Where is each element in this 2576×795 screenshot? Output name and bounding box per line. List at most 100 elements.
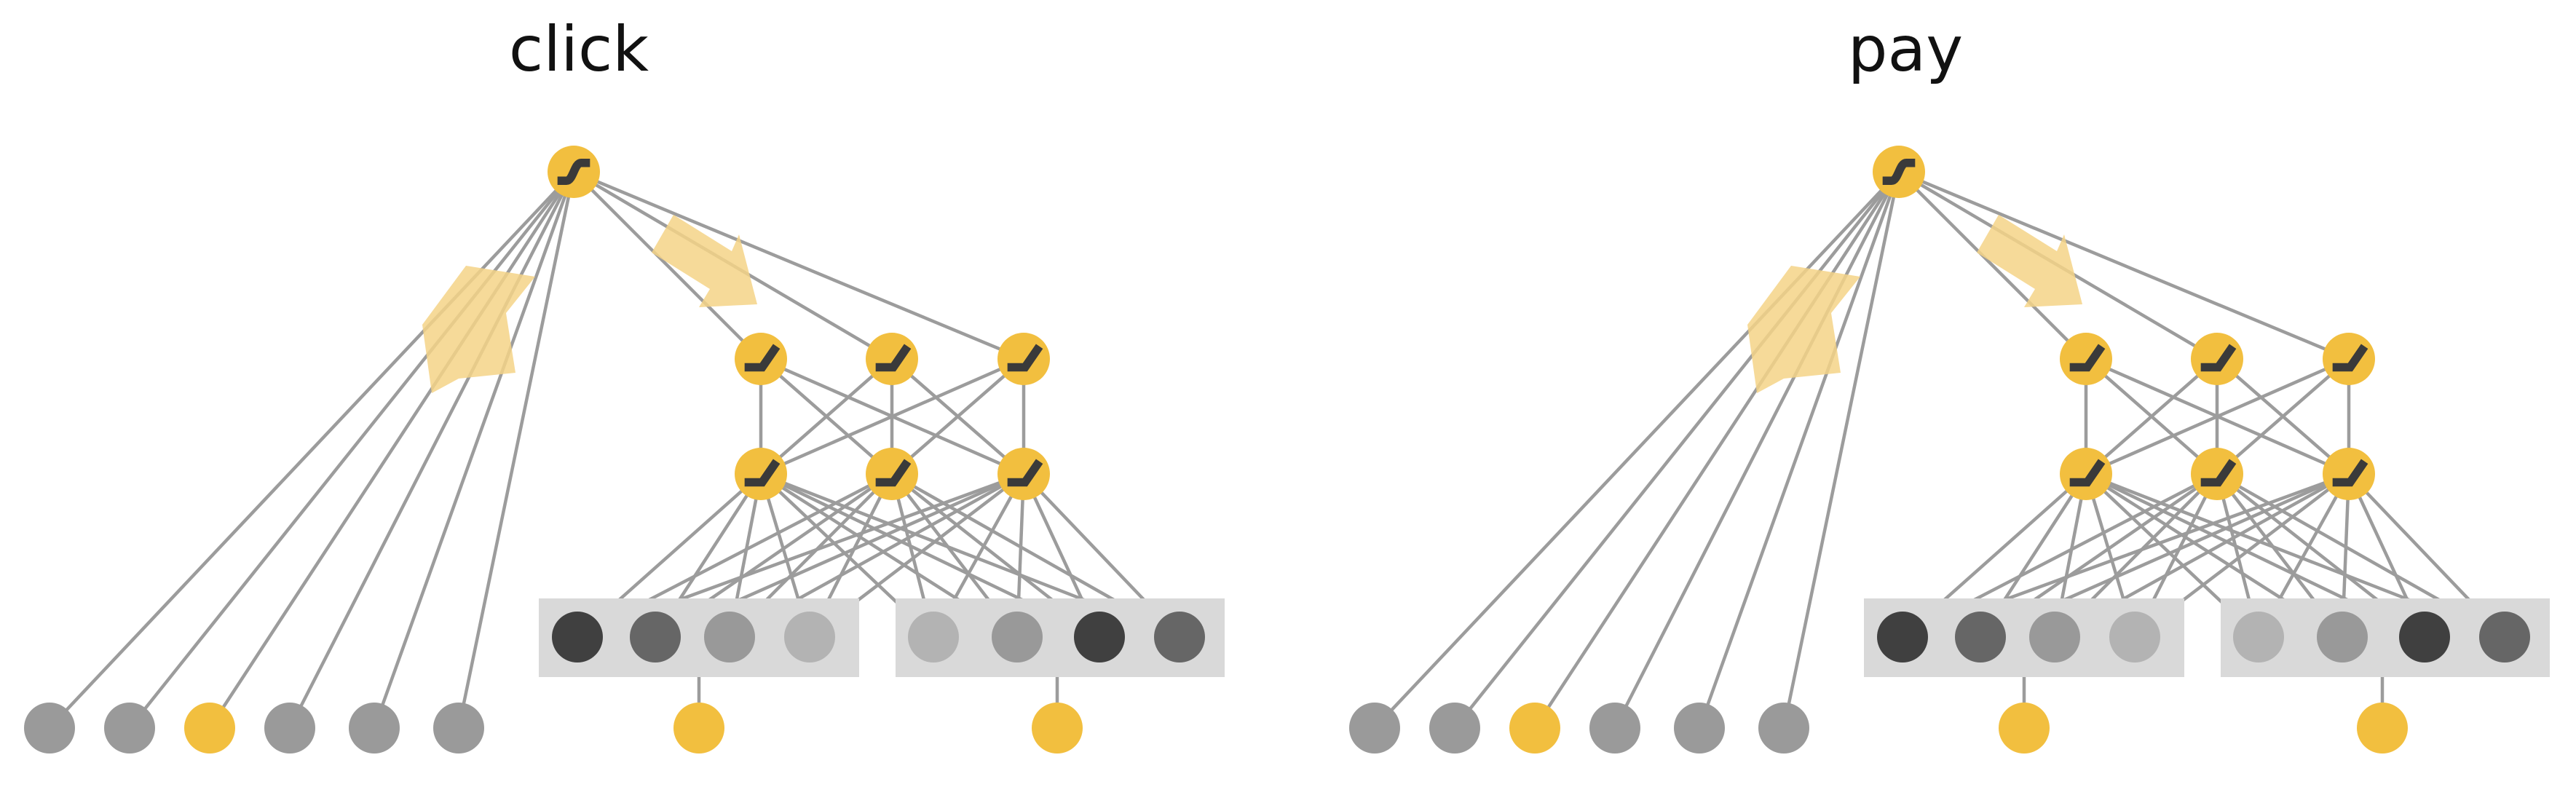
embedding-node-3 [784, 612, 835, 662]
sigmoid-icon [1882, 159, 1916, 185]
relu-icon [744, 344, 781, 372]
neuron-circle [997, 448, 1050, 500]
wide-input-node-0 [1349, 703, 1400, 754]
wide-input-node-2 [1509, 703, 1560, 754]
categorical-input-node-0 [1999, 703, 2050, 754]
categorical-input-node-1 [2357, 703, 2408, 754]
neuron-circle [866, 333, 918, 385]
relu-icon [2332, 459, 2368, 487]
deep-top-edge-2 [573, 170, 1024, 361]
pay-panel-title: pay [1848, 13, 1963, 86]
embedding-node-6 [2399, 612, 2450, 662]
relu-icon [2200, 459, 2237, 487]
edges [48, 170, 1181, 729]
neuron-circle [2191, 333, 2243, 385]
relu-icon [2200, 344, 2237, 372]
wide-input-node-4 [1674, 703, 1725, 754]
embedding-node-2 [704, 612, 755, 662]
wide-input-node-4 [349, 703, 400, 754]
embedding-node-6 [1074, 612, 1125, 662]
wide-edge-2 [1533, 170, 1900, 729]
wide-input-node-5 [1758, 703, 1809, 754]
embedding-node-4 [908, 612, 959, 662]
categorical-input-node-1 [1032, 703, 1083, 754]
embedding-node-2 [2029, 612, 2080, 662]
wide-input-node-0 [24, 703, 75, 754]
wide-input-node-3 [1589, 703, 1640, 754]
deep-edge-1-0 [759, 357, 893, 475]
deep-hidden-layer-1-node-1 [2191, 448, 2243, 500]
deep-hidden-layer-1-node-1 [866, 448, 918, 500]
neuron-circle [866, 448, 918, 500]
pay-task-panel: pay [1349, 13, 2550, 754]
deep-path-highlight-arrow [1977, 215, 2082, 307]
relu-icon [2069, 344, 2106, 372]
embedding-node-4 [2233, 612, 2284, 662]
wide-edge-5 [457, 171, 576, 729]
wide-edge-5 [1782, 171, 1901, 729]
wide-edge-1 [1453, 170, 1900, 729]
deep-edge-1-0 [2085, 357, 2219, 475]
deep-top-edge-2 [1898, 170, 2350, 361]
wide-input-node-5 [433, 703, 484, 754]
deep-top-edge-0 [572, 170, 762, 360]
embedding-node-0 [552, 612, 603, 662]
output-sigmoid-node [548, 146, 600, 198]
wide-edge-3 [288, 170, 576, 729]
categorical-input-node-0 [673, 703, 724, 754]
wide-edge-4 [1697, 171, 1901, 729]
relu-icon [875, 344, 912, 372]
deep-hidden-layer-2-node-0 [2060, 333, 2112, 385]
embedding-node-7 [2479, 612, 2530, 662]
embedding-node-1 [1955, 612, 2006, 662]
embedding-node-5 [992, 612, 1043, 662]
deep-top-edge-0 [1897, 170, 2087, 360]
wide-input-node-1 [104, 703, 155, 754]
embedding-node-3 [2109, 612, 2160, 662]
relu-icon [1007, 344, 1043, 372]
relu-icon [2069, 459, 2106, 487]
deep-edge-2-0 [2085, 357, 2350, 476]
deep-hidden-layer-1-node-0 [2060, 448, 2112, 500]
embedding-node-7 [1154, 612, 1205, 662]
deep-path-highlight-arrow [652, 215, 757, 307]
embedding-node-1 [630, 612, 681, 662]
deep-edge-2-0 [760, 357, 1024, 476]
deep-hidden-layer-2-node-2 [997, 333, 1050, 385]
wide-edge-3 [1613, 170, 1901, 729]
wide-edge-1 [128, 170, 575, 729]
relu-icon [875, 459, 912, 487]
wide-edge-0 [48, 170, 575, 729]
click-task-panel: click [24, 13, 1225, 754]
wide-edge-0 [1373, 170, 1900, 729]
deep-edge-2-1 [2216, 357, 2350, 475]
deep-hidden-layer-1-node-2 [997, 448, 1050, 500]
wide-input-node-3 [264, 703, 315, 754]
embedding-node-0 [1877, 612, 1928, 662]
wide-input-node-1 [1429, 703, 1480, 754]
relu-icon [744, 459, 781, 487]
neuron-circle [2060, 448, 2112, 500]
click-panel-title: click [509, 13, 649, 86]
deep-hidden-layer-1-node-0 [735, 448, 787, 500]
wide-path-highlight-arrow [422, 266, 535, 393]
neuron-circle [735, 333, 787, 385]
deep-hidden-layer-2-node-0 [735, 333, 787, 385]
wide-input-node-2 [184, 703, 235, 754]
deep-hidden-layer-2-node-2 [2323, 333, 2375, 385]
wide-edge-4 [372, 171, 576, 729]
wide-edge-2 [208, 170, 575, 729]
deep-edge-2-1 [890, 357, 1025, 475]
neuron-circle [997, 333, 1050, 385]
relu-icon [1007, 459, 1043, 487]
neuron-circle [2191, 448, 2243, 500]
relu-icon [2332, 344, 2368, 372]
wide-path-highlight-arrow [1747, 266, 1860, 393]
output-sigmoid-node [1873, 146, 1925, 198]
neuron-circle [735, 448, 787, 500]
neuron-circle [2323, 333, 2375, 385]
neuron-circle [2060, 333, 2112, 385]
deep-hidden-layer-2-node-1 [2191, 333, 2243, 385]
deep-hidden-layer-1-node-2 [2323, 448, 2375, 500]
